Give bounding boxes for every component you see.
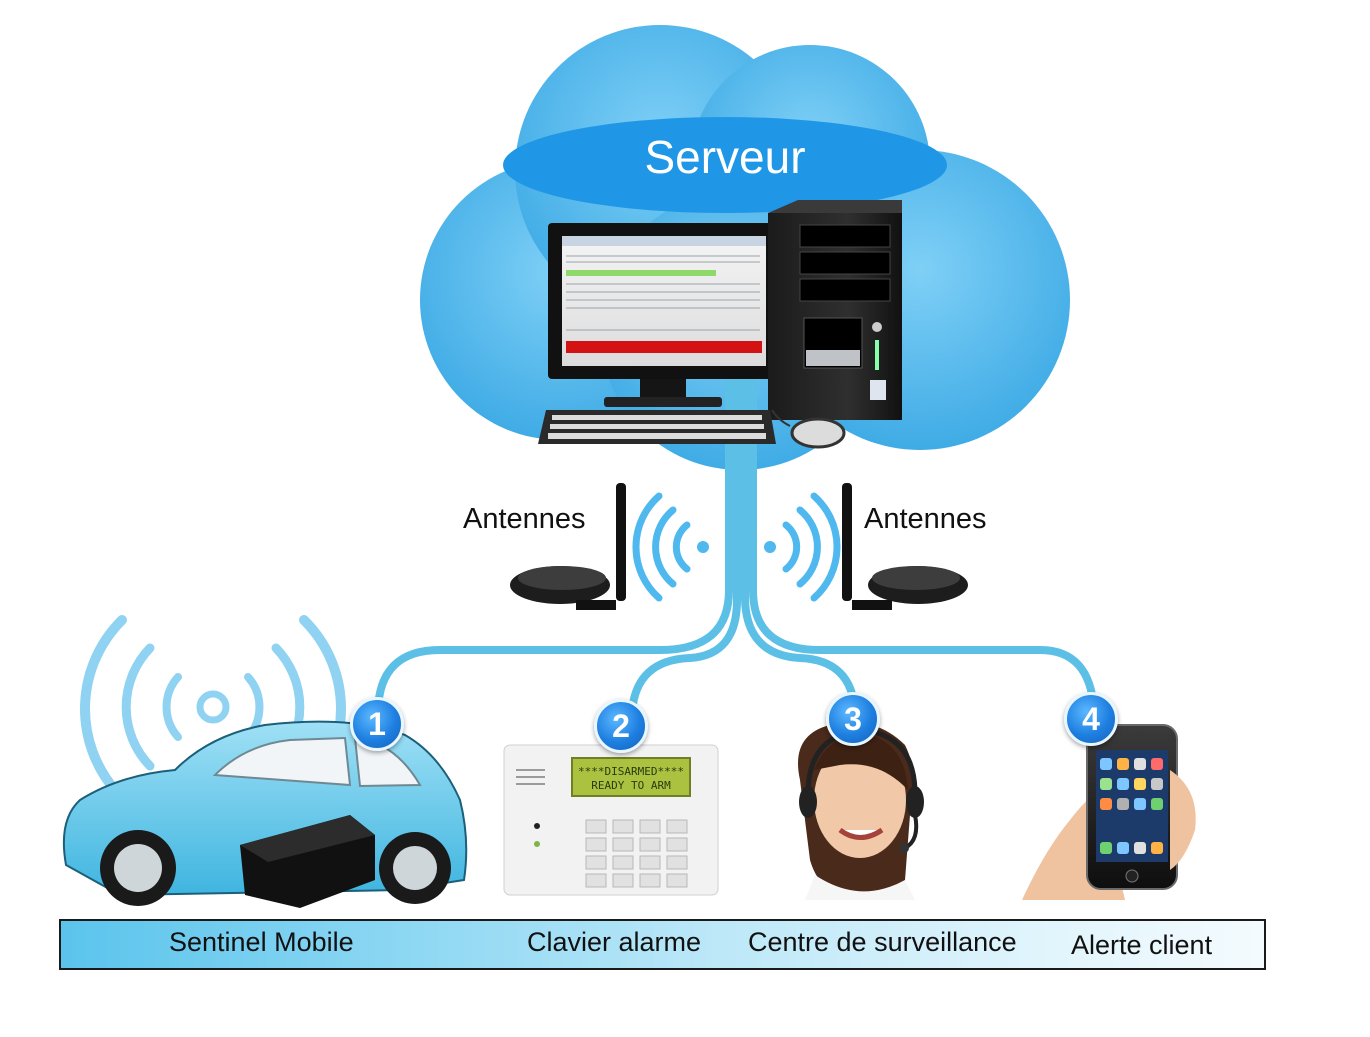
- caption-alerte-client: Alerte client: [1071, 930, 1213, 960]
- operator-headset-icon: [798, 722, 924, 900]
- caption-bar: Sentinel Mobile Clavier alarme Centre de…: [59, 919, 1266, 970]
- mouse-icon: [771, 409, 846, 449]
- monitor-icon: [548, 223, 776, 407]
- keyboard-icon: [538, 410, 776, 444]
- alarm-keypad-icon: ****DISARMED**** READY TO ARM: [503, 744, 719, 896]
- server-ellipse: [503, 117, 947, 213]
- smartphone-hand-icon: [1022, 724, 1196, 900]
- caption-centre-surveillance: Centre de surveillance: [748, 927, 1017, 957]
- wifi-waves-left-icon: [632, 492, 709, 602]
- antenna-left-label: Antennes: [463, 503, 586, 535]
- node-4-badge: 4: [1064, 692, 1118, 746]
- antenna-right-icon: [842, 483, 968, 610]
- tracker-device-icon: [240, 815, 375, 908]
- antenna-right-label: Antennes: [864, 503, 987, 535]
- server-tower-icon: [768, 200, 902, 420]
- caption-clavier-alarme: Clavier alarme: [527, 927, 702, 957]
- server-title: Serveur: [644, 131, 806, 183]
- keypad-display-line2: READY TO ARM: [591, 779, 671, 792]
- node-2-badge: 2: [594, 699, 648, 753]
- wifi-waves-right-icon: [764, 492, 841, 602]
- antenna-left-icon: [510, 483, 626, 610]
- caption-sentinel-mobile: Sentinel Mobile: [169, 927, 354, 957]
- connector-lines: [374, 376, 1098, 716]
- keypad-display-line1: ****DISARMED****: [578, 765, 684, 778]
- node-3-badge: 3: [826, 692, 880, 746]
- node-1-badge: 1: [350, 697, 404, 751]
